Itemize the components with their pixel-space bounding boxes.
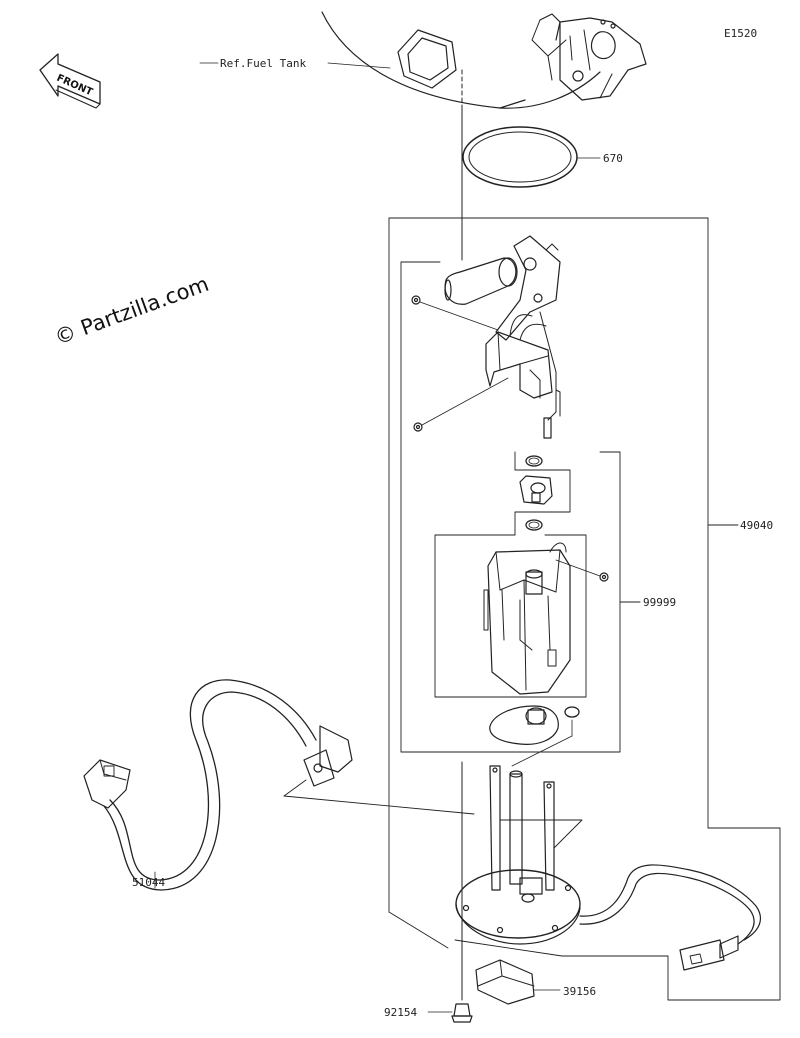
- o-ring-670: 670: [462, 126, 623, 188]
- assembly-frame-49040: 49040: [388, 217, 781, 1001]
- filter-bowl: [489, 705, 580, 767]
- front-arrow-icon: FRONT: [39, 53, 101, 109]
- fuel-tank-ref: Ref.Fuel Tank: [199, 11, 647, 109]
- pump-flange-assembly: [454, 761, 761, 1001]
- callout-51044: 51044: [132, 876, 165, 889]
- ref-label: Ref.Fuel Tank: [220, 57, 306, 70]
- pump-cartridge: [483, 542, 609, 695]
- bolt-92154: 92154: [384, 1003, 473, 1023]
- callout-99999: 99999: [643, 596, 676, 609]
- diagram-code: E1520: [724, 27, 757, 40]
- fuel-hose-51044: 51044: [83, 679, 475, 891]
- callout-49040: 49040: [740, 519, 773, 532]
- callout-92154: 92154: [384, 1006, 417, 1019]
- watermark: © Partzilla.com: [52, 272, 212, 350]
- pump-upper-body: [411, 235, 561, 439]
- sub-assembly-frame: 99999: [400, 261, 676, 753]
- regulator-parts: [519, 455, 553, 531]
- callout-670: 670: [603, 152, 623, 165]
- pad-39156: 39156: [475, 959, 596, 1005]
- callout-39156: 39156: [563, 985, 596, 998]
